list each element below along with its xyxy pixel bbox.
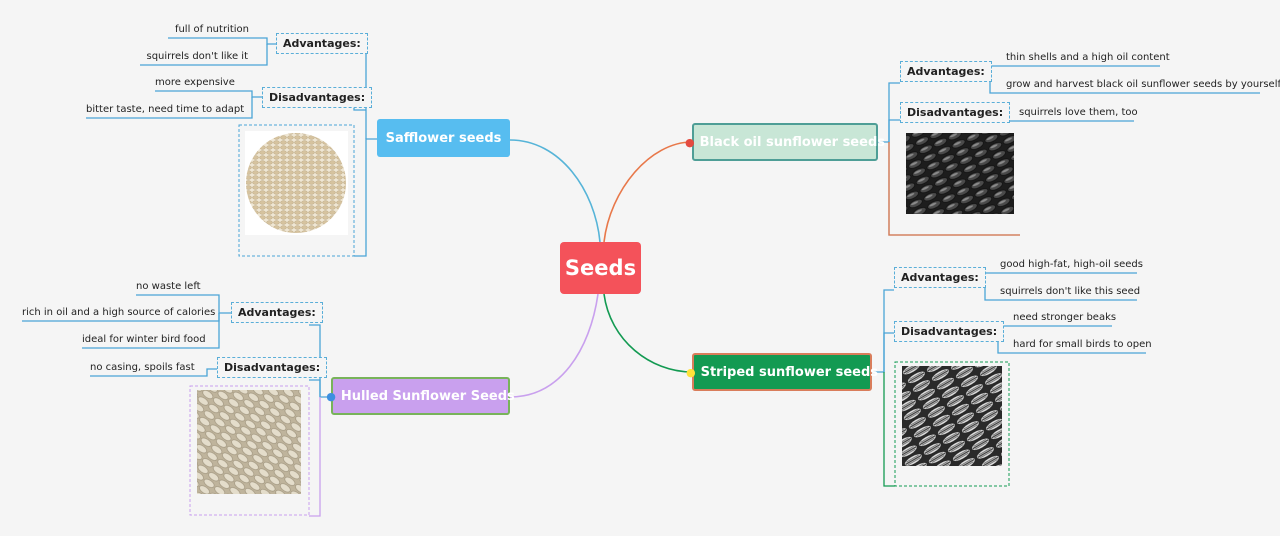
black-oil-advantages-label[interactable]: Advantages: — [900, 61, 992, 82]
safflower-seed-image — [246, 133, 346, 233]
striped-advantages-label[interactable]: Advantages: — [894, 267, 986, 288]
safflower-advantages-label[interactable]: Advantages: — [276, 33, 368, 54]
topic-hulled-title: Hulled Sunflower Seeds — [340, 388, 515, 404]
hulled-advantages-label[interactable]: Advantages: — [231, 302, 323, 323]
safflower-advantage-item[interactable]: full of nutrition — [174, 24, 249, 35]
safflower-disadvantages-label[interactable]: Disadvantages: — [262, 87, 373, 108]
hulled-disadvantages-label[interactable]: Disadvantages: — [217, 357, 328, 378]
striped-disadvantages-label[interactable]: Disadvantages: — [894, 321, 1005, 342]
hulled-disadvantage-item[interactable]: no casing, spoils fast — [90, 362, 195, 373]
black-oil-advantage-item[interactable]: thin shells and a high oil content — [1006, 52, 1170, 63]
safflower-disadvantage-item[interactable]: bitter taste, need time to adapt — [86, 104, 245, 115]
striped-disadvantage-item[interactable]: hard for small birds to open — [1013, 339, 1152, 350]
striped-seed-image — [902, 366, 1002, 466]
topic-safflower-title: Safflower seeds — [385, 130, 502, 146]
lightbulb-icon: ● — [686, 365, 696, 379]
topic-black-oil-sunflower-seeds[interactable]: ● Black oil sunflower seeds — [685, 123, 885, 161]
black-oil-disadvantages-label[interactable]: Disadvantages: — [900, 102, 1011, 123]
topic-striped-title: Striped sunflower seeds — [700, 364, 879, 380]
striped-advantage-item[interactable]: good high-fat, high-oil seeds — [1000, 259, 1143, 270]
topic-striped-sunflower-seeds[interactable]: ● Striped sunflower seeds — [686, 353, 878, 391]
hulled-advantage-item[interactable]: no waste left — [136, 281, 201, 292]
topic-safflower-seeds[interactable]: Safflower seeds — [377, 119, 510, 157]
central-topic[interactable]: Seeds — [560, 242, 641, 294]
safflower-disadvantage-item[interactable]: more expensive — [155, 77, 235, 88]
black-oil-seed-image — [906, 133, 1014, 214]
topic-black-oil-title: Black oil sunflower seeds — [699, 134, 885, 150]
topic-hulled-sunflower-seeds[interactable]: ● Hulled Sunflower Seeds — [326, 377, 515, 415]
hulled-seed-image — [197, 390, 301, 494]
hulled-advantage-item[interactable]: rich in oil and a high source of calorie… — [22, 307, 216, 318]
hulled-advantage-item[interactable]: ideal for winter bird food — [82, 334, 206, 345]
black-oil-disadvantage-item[interactable]: squirrels love them, too — [1019, 107, 1138, 118]
safflower-advantage-item[interactable]: squirrels don't like it — [146, 51, 249, 62]
striped-disadvantage-item[interactable]: need stronger beaks — [1013, 312, 1117, 323]
black-oil-advantage-item[interactable]: grow and harvest black oil sunflower see… — [1006, 79, 1280, 90]
balloons-icon: ● — [326, 389, 336, 403]
red-circle-icon: ● — [685, 135, 695, 149]
striped-advantage-item[interactable]: squirrels don't like this seed — [1000, 286, 1141, 297]
